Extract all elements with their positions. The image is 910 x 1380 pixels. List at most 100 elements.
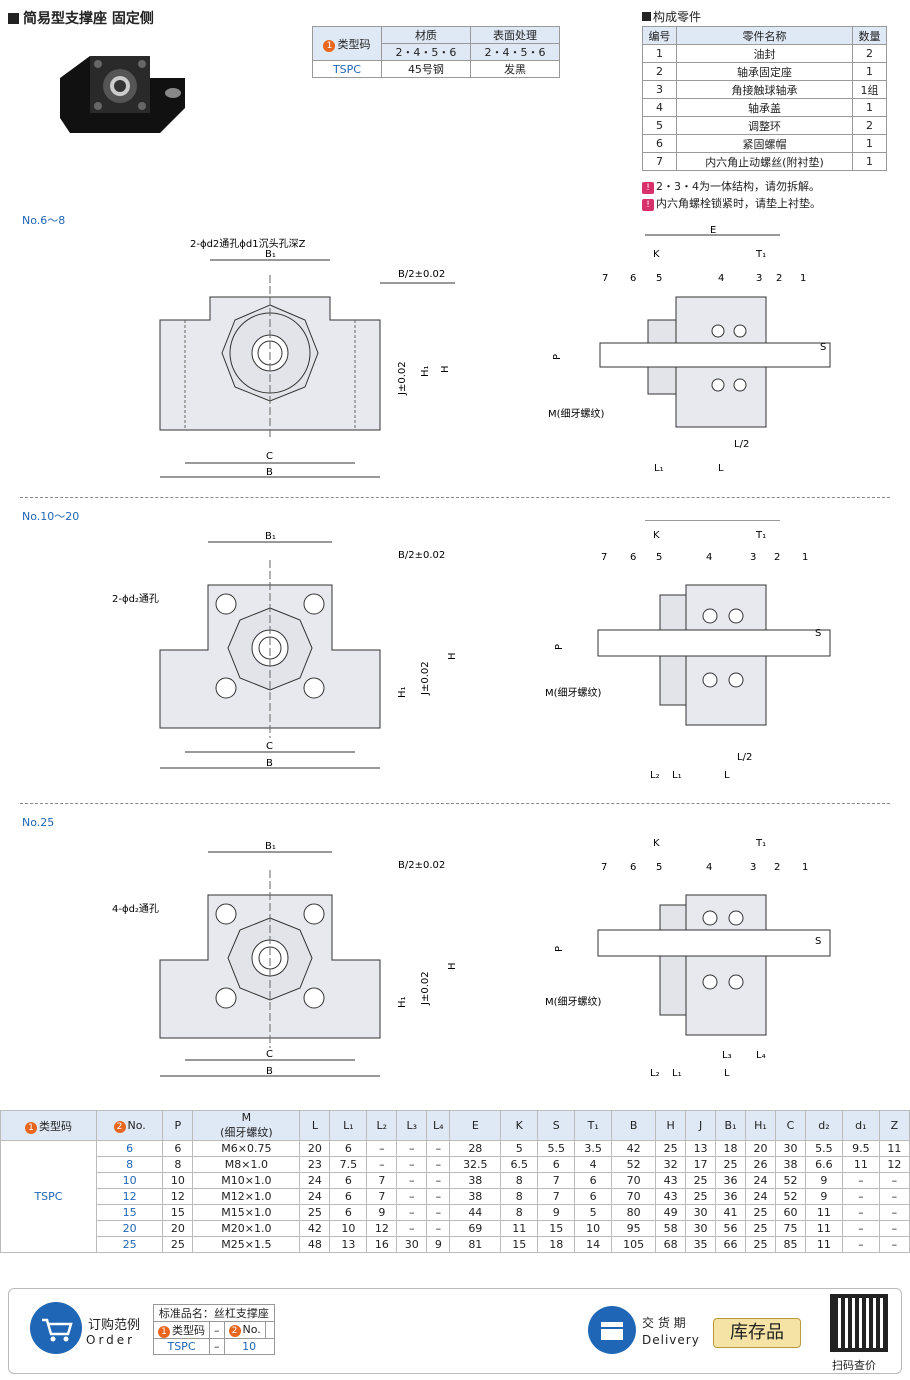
- parts-title: 构成零件: [642, 8, 701, 25]
- svg-text:4: 4: [706, 552, 712, 563]
- svg-text:L: L: [718, 463, 724, 474]
- svg-text:6: 6: [630, 273, 636, 284]
- svg-text:6: 6: [630, 552, 636, 563]
- svg-text:E: E: [704, 830, 710, 831]
- svg-text:J±0.02: J±0.02: [420, 661, 431, 696]
- section-label-1: No.6～8: [22, 214, 66, 227]
- svg-text:E: E: [704, 520, 710, 521]
- svg-text:L/2: L/2: [734, 439, 749, 450]
- table-header: S: [537, 1110, 576, 1141]
- svg-text:L₁: L₁: [654, 463, 664, 474]
- table-header: d₁: [841, 1110, 880, 1141]
- svg-text:M(细牙螺纹): M(细牙螺纹): [545, 686, 602, 699]
- svg-text:K: K: [653, 249, 660, 260]
- delivery-icon: [588, 1306, 636, 1354]
- table-header: E: [449, 1110, 502, 1141]
- svg-text:7: 7: [601, 552, 607, 563]
- svg-text:E: E: [710, 225, 716, 236]
- divider: [20, 803, 890, 804]
- table-header: B: [611, 1110, 657, 1141]
- delivery-label: 交 货 期: [642, 1316, 686, 1330]
- order-label: 订购范例: [88, 1318, 141, 1333]
- svg-text:K: K: [653, 530, 660, 541]
- svg-text:S: S: [820, 342, 826, 353]
- table-header: P: [162, 1110, 194, 1141]
- page-title: 简易型支撑座 固定侧: [8, 8, 154, 28]
- svg-text:5: 5: [656, 552, 662, 563]
- svg-text:6: 6: [630, 862, 636, 873]
- svg-text:H: H: [447, 962, 458, 970]
- cart-icon: [30, 1302, 82, 1354]
- delivery-label-en: Delivery: [642, 1333, 700, 1347]
- table-header: L: [299, 1110, 331, 1141]
- drawing-no6-8: 2-ϕd2通孔ϕd1沉头孔深Z B₁ C B B/2±0.02 H H₁ J±0…: [159, 225, 831, 478]
- drawing-no25: 4-ϕd₂通孔 B₁ C B B/2±0.02 H H₁ J±0.02 E KT…: [112, 830, 831, 1079]
- svg-text:L: L: [724, 1068, 730, 1079]
- table-header: K: [500, 1110, 539, 1141]
- svg-text:4: 4: [706, 862, 712, 873]
- svg-text:L₄: L₄: [756, 1050, 766, 1061]
- svg-text:B: B: [266, 1066, 273, 1077]
- table-header: L₂: [366, 1110, 398, 1141]
- svg-text:S: S: [815, 936, 821, 947]
- svg-text:1: 1: [802, 862, 808, 873]
- svg-text:5: 5: [656, 273, 662, 284]
- section-label-2: No.10～20: [22, 510, 80, 523]
- product-photo: [60, 56, 185, 133]
- svg-text:P: P: [554, 644, 565, 650]
- svg-text:1: 1: [800, 273, 806, 284]
- svg-text:K: K: [653, 838, 660, 849]
- svg-text:H₁: H₁: [397, 996, 408, 1008]
- svg-text:C: C: [266, 741, 273, 752]
- svg-text:7: 7: [601, 862, 607, 873]
- svg-text:H₁: H₁: [397, 686, 408, 698]
- table-header: T₁: [574, 1110, 613, 1141]
- stock-badge: 库存品: [713, 1318, 801, 1348]
- table-header: M (细牙螺纹): [192, 1110, 301, 1141]
- section-label-3: No.25: [22, 816, 55, 829]
- svg-text:B: B: [266, 758, 273, 769]
- svg-text:B/2±0.02: B/2±0.02: [398, 269, 445, 280]
- table-header: L₁: [329, 1110, 368, 1141]
- svg-text:L₃: L₃: [722, 1050, 732, 1061]
- table-header: H₁: [745, 1110, 776, 1141]
- svg-text:B/2±0.02: B/2±0.02: [398, 550, 445, 561]
- qr-code[interactable]: [830, 1294, 888, 1352]
- table-header: L₄: [426, 1110, 451, 1141]
- drawing-no10-20: 2-ϕd₂通孔 B₁ C B B/2±0.02 H H₁ J±0.02 E E …: [112, 520, 831, 781]
- svg-text:L/2: L/2: [737, 752, 752, 763]
- svg-text:1: 1: [802, 552, 808, 563]
- svg-text:4: 4: [718, 273, 724, 284]
- svg-text:E: E: [704, 520, 710, 521]
- svg-text:S: S: [815, 628, 821, 639]
- svg-text:2: 2: [774, 862, 780, 873]
- svg-text:B: B: [266, 467, 273, 478]
- svg-text:5: 5: [656, 862, 662, 873]
- svg-text:B₁: B₁: [265, 531, 276, 542]
- svg-text:2: 2: [774, 552, 780, 563]
- svg-text:2: 2: [776, 273, 782, 284]
- svg-text:C: C: [266, 451, 273, 462]
- svg-text:H: H: [447, 652, 458, 660]
- svg-text:L₂: L₂: [650, 1068, 660, 1079]
- svg-text:H₁: H₁: [420, 365, 431, 377]
- svg-text:T₁: T₁: [755, 838, 766, 849]
- svg-text:7: 7: [602, 273, 608, 284]
- svg-text:B₁: B₁: [265, 841, 276, 852]
- svg-text:L: L: [724, 770, 730, 781]
- hole-label: 4-ϕd₂通孔: [112, 903, 159, 915]
- qr-label: 扫码查价: [832, 1359, 876, 1372]
- table-header: C: [774, 1110, 806, 1141]
- divider: [20, 497, 890, 498]
- svg-text:M(细牙螺纹): M(细牙螺纹): [545, 995, 602, 1008]
- note-2: !内六角螺栓锁紧时，请垫上衬垫。: [642, 195, 821, 211]
- svg-text:3: 3: [750, 552, 756, 563]
- note-1: !2・3・4为一体结构，请勿拆解。: [642, 178, 820, 194]
